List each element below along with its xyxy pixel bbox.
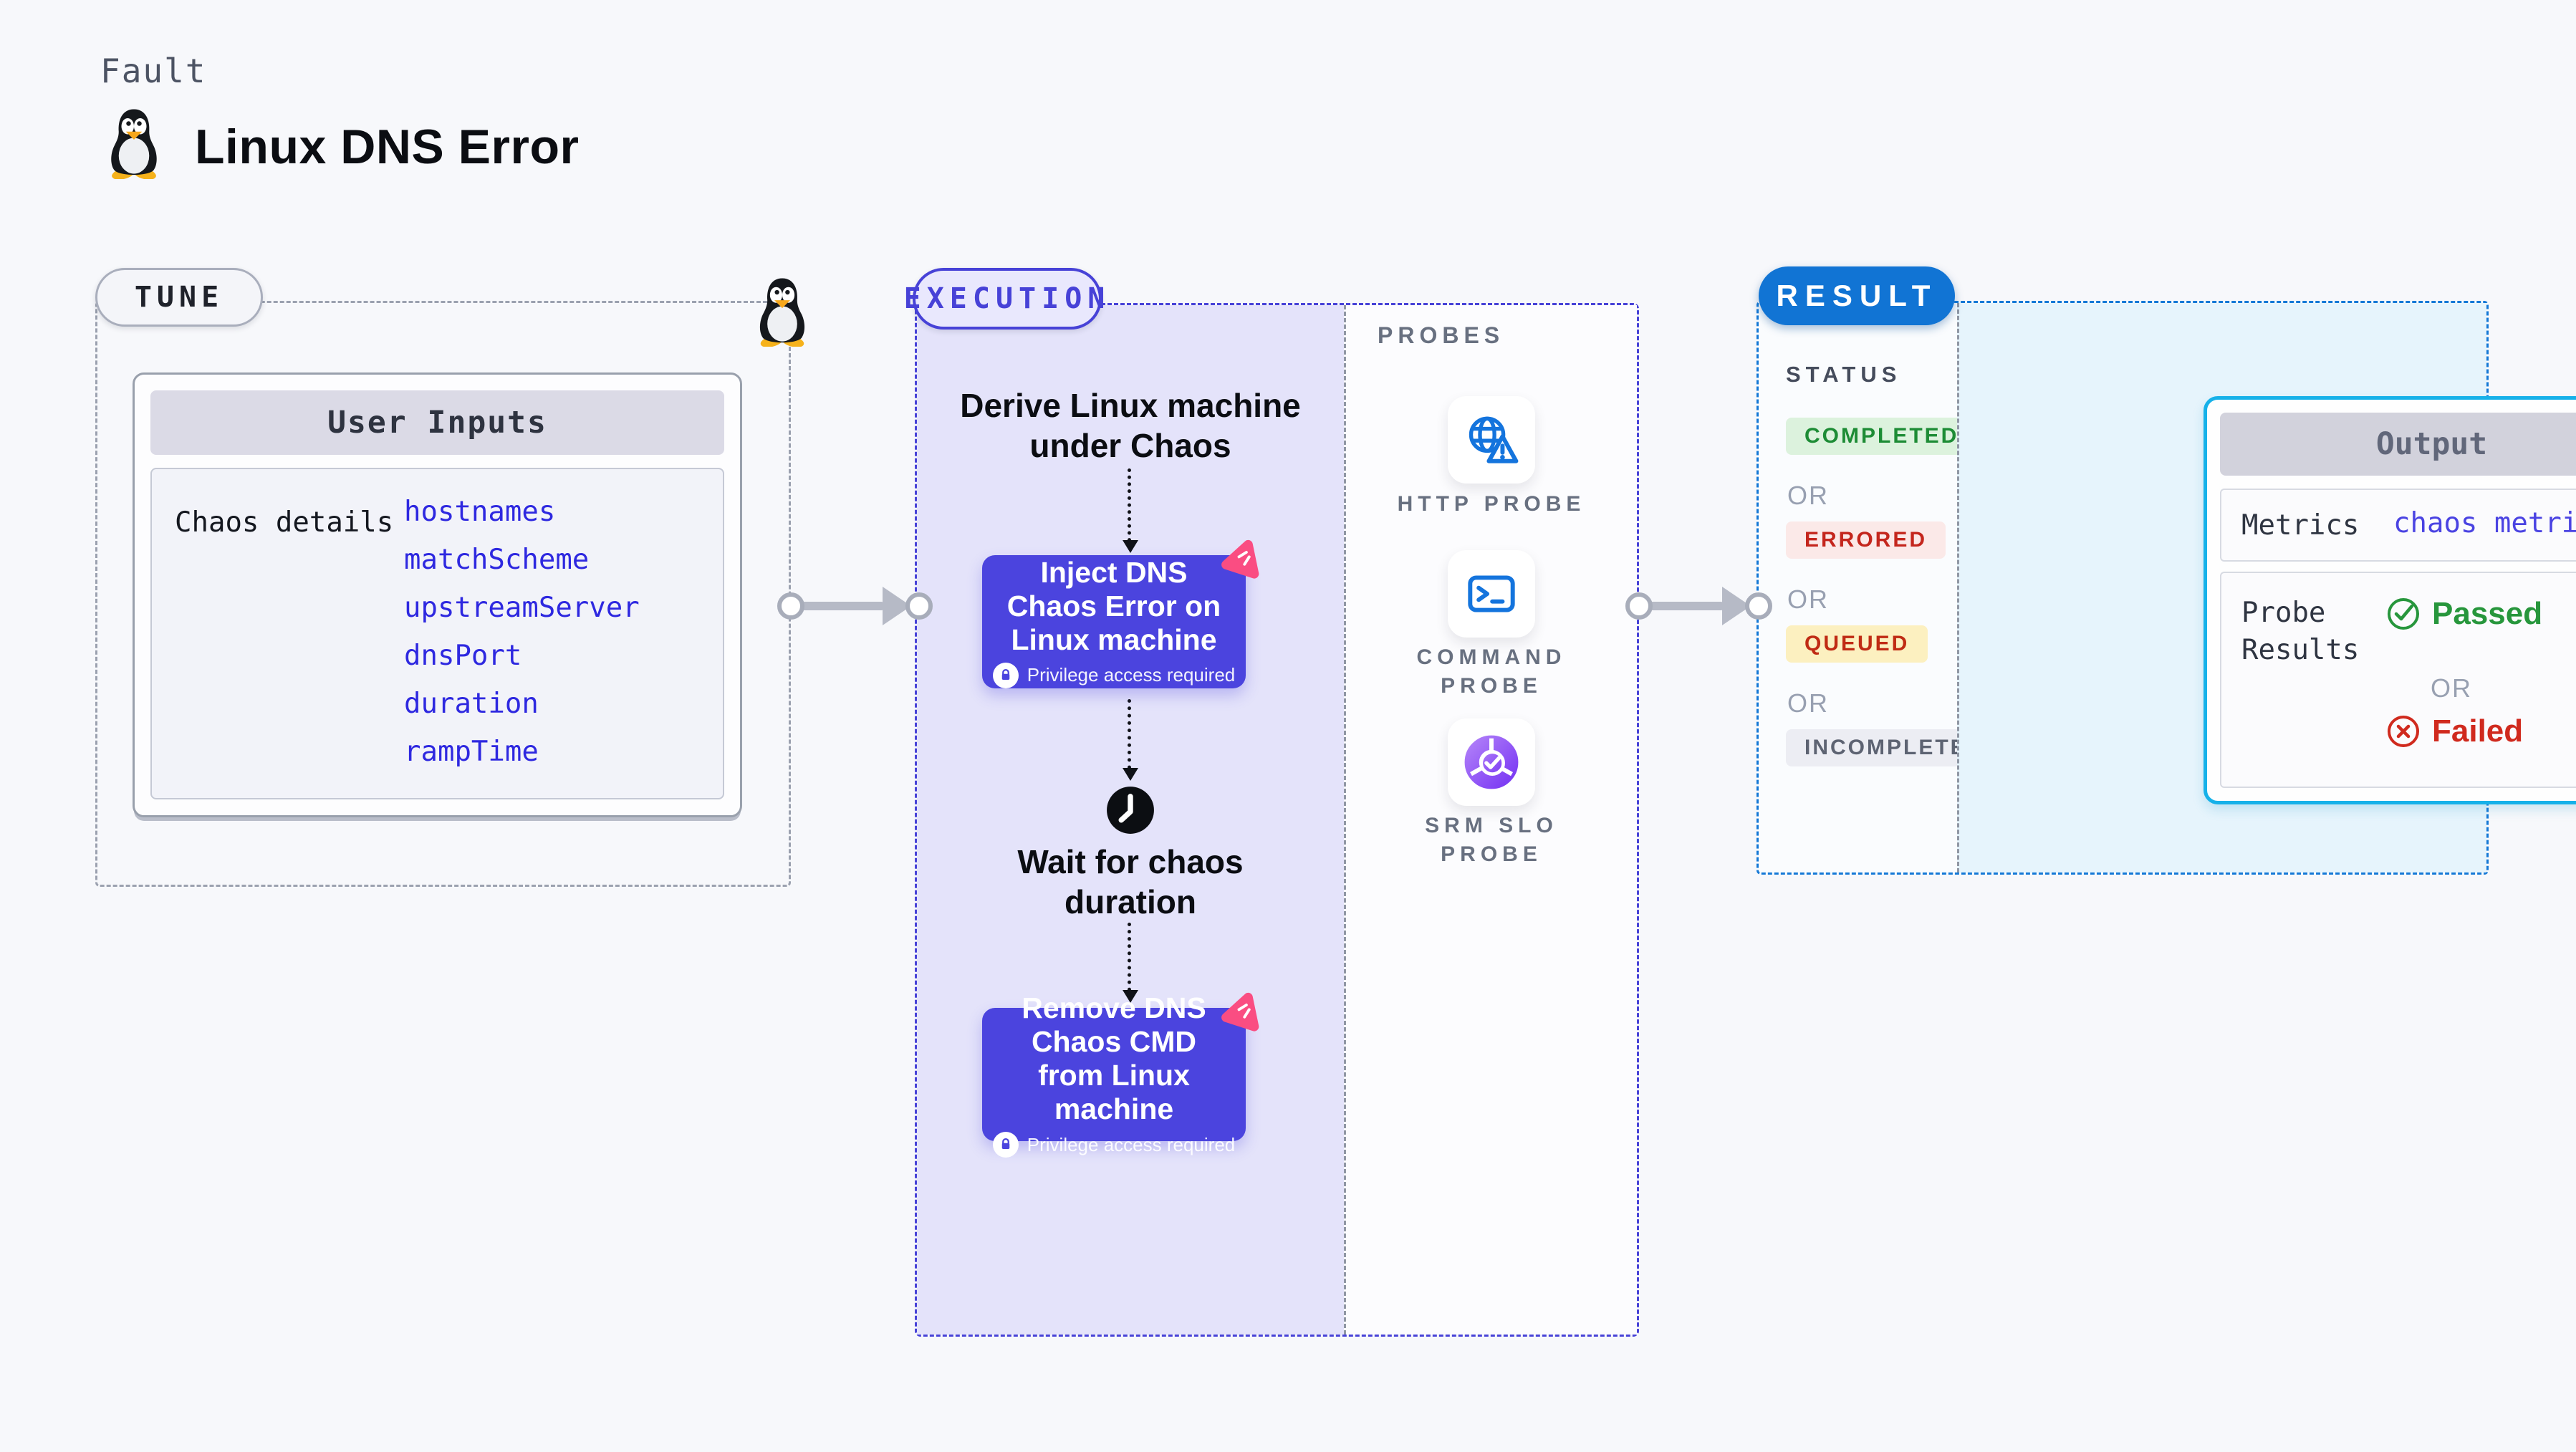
result-section-pill: RESULT [1759,266,1955,325]
privilege-note: Privilege access required [1027,1133,1236,1155]
tune-section-pill: TUNE [95,268,263,327]
lock-icon [992,662,1019,688]
connector-dot-icon [905,592,933,620]
lock-icon [992,1132,1019,1158]
linux-tux-icon [105,107,163,179]
linux-tux-corner-icon [754,277,811,347]
user-inputs-card: User Inputs Chaos details hostnames matc… [133,372,742,817]
check-circle-icon [2386,597,2421,631]
passed-result: Passed [2386,596,2542,632]
inject-dns-chaos-node[interactable]: Inject DNS Chaos Error on Linux machine … [982,555,1246,688]
fault-eyebrow: Fault [100,52,207,90]
param-dnsport[interactable]: dnsPort [404,640,522,672]
param-upstreamserver[interactable]: upstreamServer [404,592,640,624]
command-probe-label: COMMAND PROBE [1416,645,1567,698]
chaos-params-list: hostnames matchScheme upstreamServer dns… [404,488,640,776]
connector-dot-icon [1625,592,1653,620]
flow-connector [1123,468,1138,553]
page-title: Linux DNS Error [195,120,580,174]
metrics-value[interactable]: chaos metrics [2393,507,2576,539]
connector-dot-icon [777,592,804,620]
chaos-fault-icon [1221,537,1266,581]
connector-dot-icon [1745,592,1772,620]
output-card: Output Metrics chaos metrics Probe Resul… [2203,396,2576,804]
http-probe-card[interactable] [1448,396,1535,484]
flow-connector [1123,699,1138,781]
execution-section-pill: EXECUTION [904,268,1105,330]
execution-section-box: Derive Linux machine under Chaos Inject … [915,303,1639,1337]
chaos-fault-icon [1221,989,1266,1034]
probes-title: PROBES [1378,322,1505,348]
result-section-box: STATUS COMPLETED OR ERRORED OR QUEUED OR… [1756,301,2576,875]
srm-slo-probe-label: SRM SLO PROBE [1425,814,1558,866]
arrowhead-icon [1123,540,1138,553]
failed-label: Failed [2432,713,2524,749]
param-ramptime[interactable]: rampTime [404,736,539,768]
param-hostnames[interactable]: hostnames [404,496,556,528]
user-inputs-header: User Inputs [150,390,724,455]
param-duration[interactable]: duration [404,688,539,720]
passed-label: Passed [2432,596,2543,631]
privilege-row: Privilege access required [992,1132,1236,1158]
remove-dns-chaos-node[interactable]: Remove DNS Chaos CMD from Linux machine … [982,1008,1246,1158]
execution-flow-area: Derive Linux machine under Chaos Inject … [917,305,1344,1335]
srm-slo-probe-card[interactable] [1448,718,1535,806]
status-or-separator: OR [1787,585,1829,614]
probe-results-row: Probe Results Passed OR Failed [2220,572,2576,788]
status-badge-errored: ERRORED [1786,521,1946,559]
status-title: STATUS [1786,362,1902,387]
param-matchscheme[interactable]: matchScheme [404,544,590,576]
failed-result: Failed [2386,713,2523,749]
arrowhead-icon [1123,990,1138,1003]
status-or-separator: OR [1787,688,1829,718]
http-probe-label: HTTP PROBE [1397,492,1586,516]
chaos-details-label: Chaos details [175,506,394,539]
x-circle-icon [2386,714,2421,749]
status-badge-queued: QUEUED [1786,625,1928,663]
result-output-area: Output Metrics chaos metrics Probe Resul… [1957,303,2576,872]
globe-alert-icon [1464,413,1519,467]
wait-clock-icon [1106,786,1155,835]
command-probe-card[interactable] [1448,550,1535,638]
user-inputs-body: Chaos details hostnames matchScheme upst… [150,468,724,799]
arrowhead-icon [1123,768,1138,781]
status-badge-completed: COMPLETED [1786,418,1978,455]
privilege-row: Privilege access required [992,662,1236,688]
remove-node-label: Remove DNS Chaos CMD from Linux machine [1022,991,1206,1125]
probe-results-label: Probe Results [2241,597,2360,666]
metrics-label: Metrics [2241,509,2360,542]
step-derive-machine: Derive Linux machine under Chaos [960,387,1301,464]
terminal-icon [1464,567,1519,621]
privilege-note: Privilege access required [1027,664,1236,686]
status-or-separator: OR [1787,481,1829,510]
inject-node-label: Inject DNS Chaos Error on Linux machine [1006,555,1221,656]
flow-connector [1123,923,1138,1003]
probes-panel: PROBES HTTP PROBE COMMAND PROBE SRM SLO … [1344,305,1637,1335]
metrics-row: Metrics chaos metrics [2220,489,2576,562]
output-or-separator: OR [2431,673,2472,703]
output-header: Output [2220,413,2576,476]
step-wait-duration: Wait for chaos duration [1017,843,1244,920]
slo-donut-icon [1464,735,1519,789]
